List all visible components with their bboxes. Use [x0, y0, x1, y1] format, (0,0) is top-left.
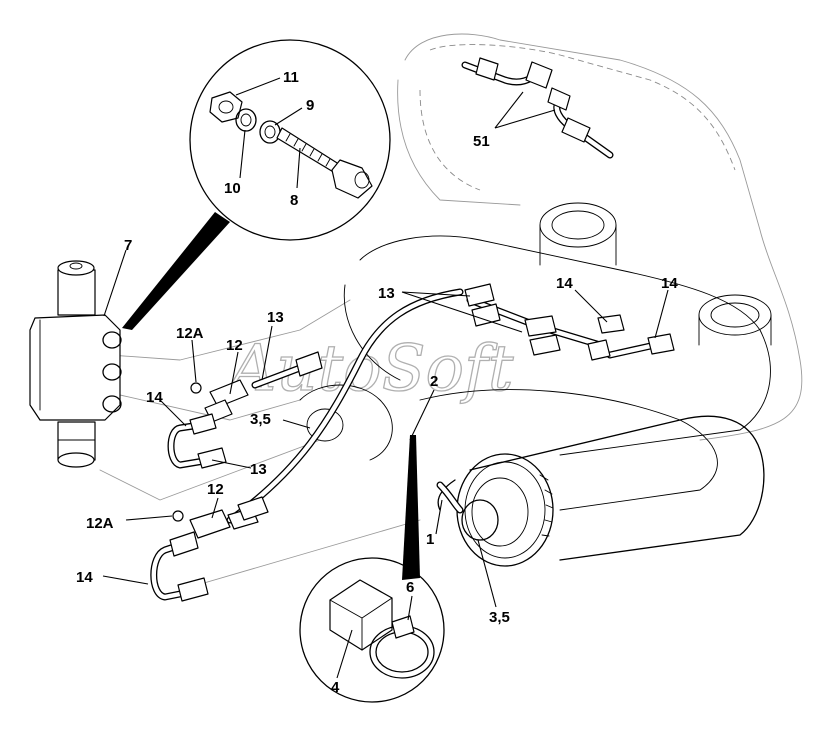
callout-14-top-mid: 14: [556, 275, 573, 292]
callout-10: 10: [224, 180, 241, 197]
bolt-8: [276, 127, 373, 199]
callout-7: 7: [124, 237, 132, 254]
callout-8: 8: [290, 192, 298, 209]
zoom-wedge-clamp: [402, 435, 420, 580]
hose-fittings: [169, 57, 675, 602]
clamp-detail-magnifier: [299, 557, 445, 703]
machine-frame-outline: [99, 33, 803, 591]
upper-cylinder: [299, 202, 772, 511]
zoom-wedge-fasteners: [122, 212, 230, 330]
nut-11: [209, 91, 243, 123]
callout-12-upper: 12: [226, 337, 243, 354]
callout-13-mid: 13: [267, 309, 284, 326]
hose-clamp-6: [369, 615, 435, 679]
control-valve: [29, 260, 122, 468]
callout-14-left-upper: 14: [146, 389, 163, 406]
washer-10: [235, 108, 257, 132]
callout-14-left-lower: 14: [76, 569, 93, 586]
leader-lines: [102, 77, 669, 679]
callout-9: 9: [306, 97, 314, 114]
callout-13-top: 13: [378, 285, 395, 302]
callout-12A-lower: 12A: [86, 515, 114, 532]
callout-12-lower: 12: [207, 481, 224, 498]
callout-2: 2: [430, 373, 438, 390]
callout-12A-upper: 12A: [176, 325, 204, 342]
callout-3-5-upper: 3,5: [250, 411, 271, 428]
callout-4: 4: [331, 679, 340, 696]
callout-13-lower: 13: [250, 461, 267, 478]
fasteners-detail-magnifier: [189, 39, 391, 241]
callout-51: 51: [473, 133, 490, 150]
callout-1: 1: [426, 531, 434, 548]
callout-labels: 11 9 10 8 7 51 13 14 14 12A 12 13 2 14 3…: [76, 69, 678, 696]
callout-11: 11: [283, 69, 299, 86]
clamp-block-4: [329, 579, 393, 651]
callout-14-top-right: 14: [661, 275, 678, 292]
callout-6: 6: [406, 579, 414, 596]
lower-cylinder: [437, 415, 765, 567]
callout-3-5-lower: 3,5: [489, 609, 510, 626]
